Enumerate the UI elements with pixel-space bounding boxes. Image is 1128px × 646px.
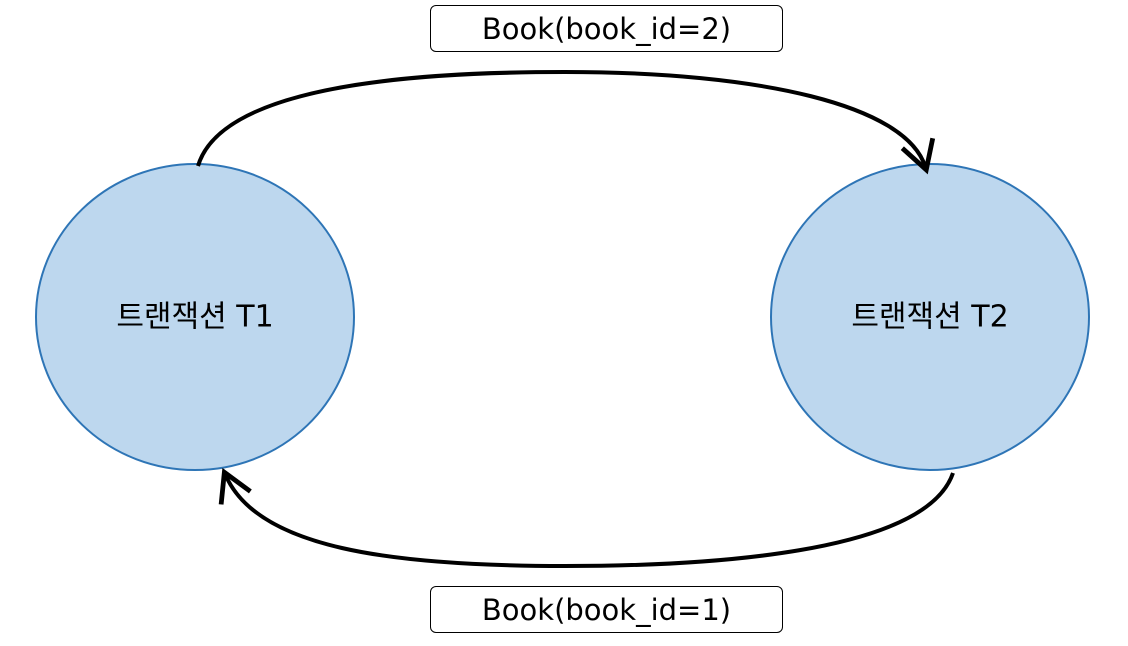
edge-label-t1-to-t2: Book(book_id=2) xyxy=(430,5,783,52)
node-t1-circle xyxy=(35,163,355,471)
edge-label-t2-to-t1: Book(book_id=1) xyxy=(430,586,783,633)
node-t2: 트랜잭션 T2 xyxy=(770,163,1090,471)
node-t1-label: 트랜잭션 T1 xyxy=(116,300,273,335)
arrow-t1-to-t2 xyxy=(196,69,936,175)
node-t1: 트랜잭션 T1 xyxy=(35,163,355,471)
arrow-t2-to-t1 xyxy=(218,467,955,569)
node-t2-label: 트랜잭션 T2 xyxy=(851,300,1008,335)
